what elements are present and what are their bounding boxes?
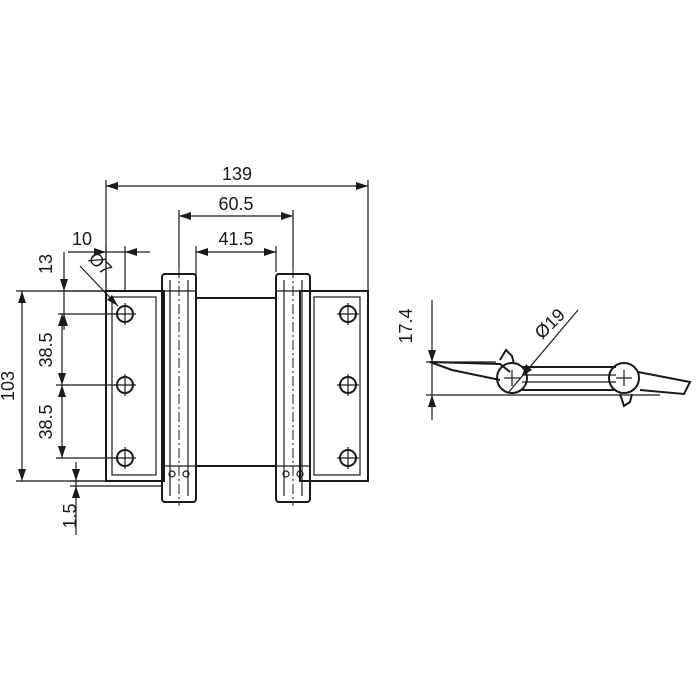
- dim-height: 103: [0, 371, 18, 401]
- dim-barrel-inner: 41.5: [218, 229, 253, 249]
- front-view: [105, 268, 369, 506]
- screw-hole: [337, 447, 359, 469]
- dim-barrel-outer: 60.5: [218, 194, 253, 214]
- screw-hole: [114, 374, 136, 396]
- side-view: 17.4 Ø19: [396, 300, 692, 420]
- right-barrel-pin: [296, 470, 304, 478]
- left-leaf-plate: [105, 290, 165, 482]
- dim-pitch-upper: 38.5: [36, 332, 56, 367]
- right-leaf-inner: [313, 296, 361, 476]
- side-left-barrel: [496, 362, 528, 394]
- dim-hole-offset: 10: [72, 229, 92, 249]
- left-barrel-pin: [182, 470, 190, 478]
- screw-hole: [114, 303, 136, 325]
- screw-hole: [337, 374, 359, 396]
- dim-overall-width: 139: [222, 164, 252, 184]
- right-leaf-plate: [299, 290, 369, 482]
- left-leaf-inner: [111, 296, 157, 476]
- screw-hole: [114, 447, 136, 469]
- left-barrel-pin: [168, 470, 176, 478]
- dim-side-height: 17.4: [396, 308, 416, 343]
- front-dimensions: 139 60.5 41.5 10 13 Ø7: [0, 164, 369, 535]
- screw-hole: [337, 303, 359, 325]
- side-right-barrel: [608, 362, 640, 394]
- dim-pitch-lower: 38.5: [36, 404, 56, 439]
- right-barrel-pin: [282, 470, 290, 478]
- dim-hole-diameter: Ø7: [85, 248, 116, 279]
- dim-top-offset: 13: [36, 254, 56, 274]
- dim-bottom-offset: 1.5: [60, 503, 80, 528]
- dim-barrel-diameter: Ø19: [531, 305, 569, 343]
